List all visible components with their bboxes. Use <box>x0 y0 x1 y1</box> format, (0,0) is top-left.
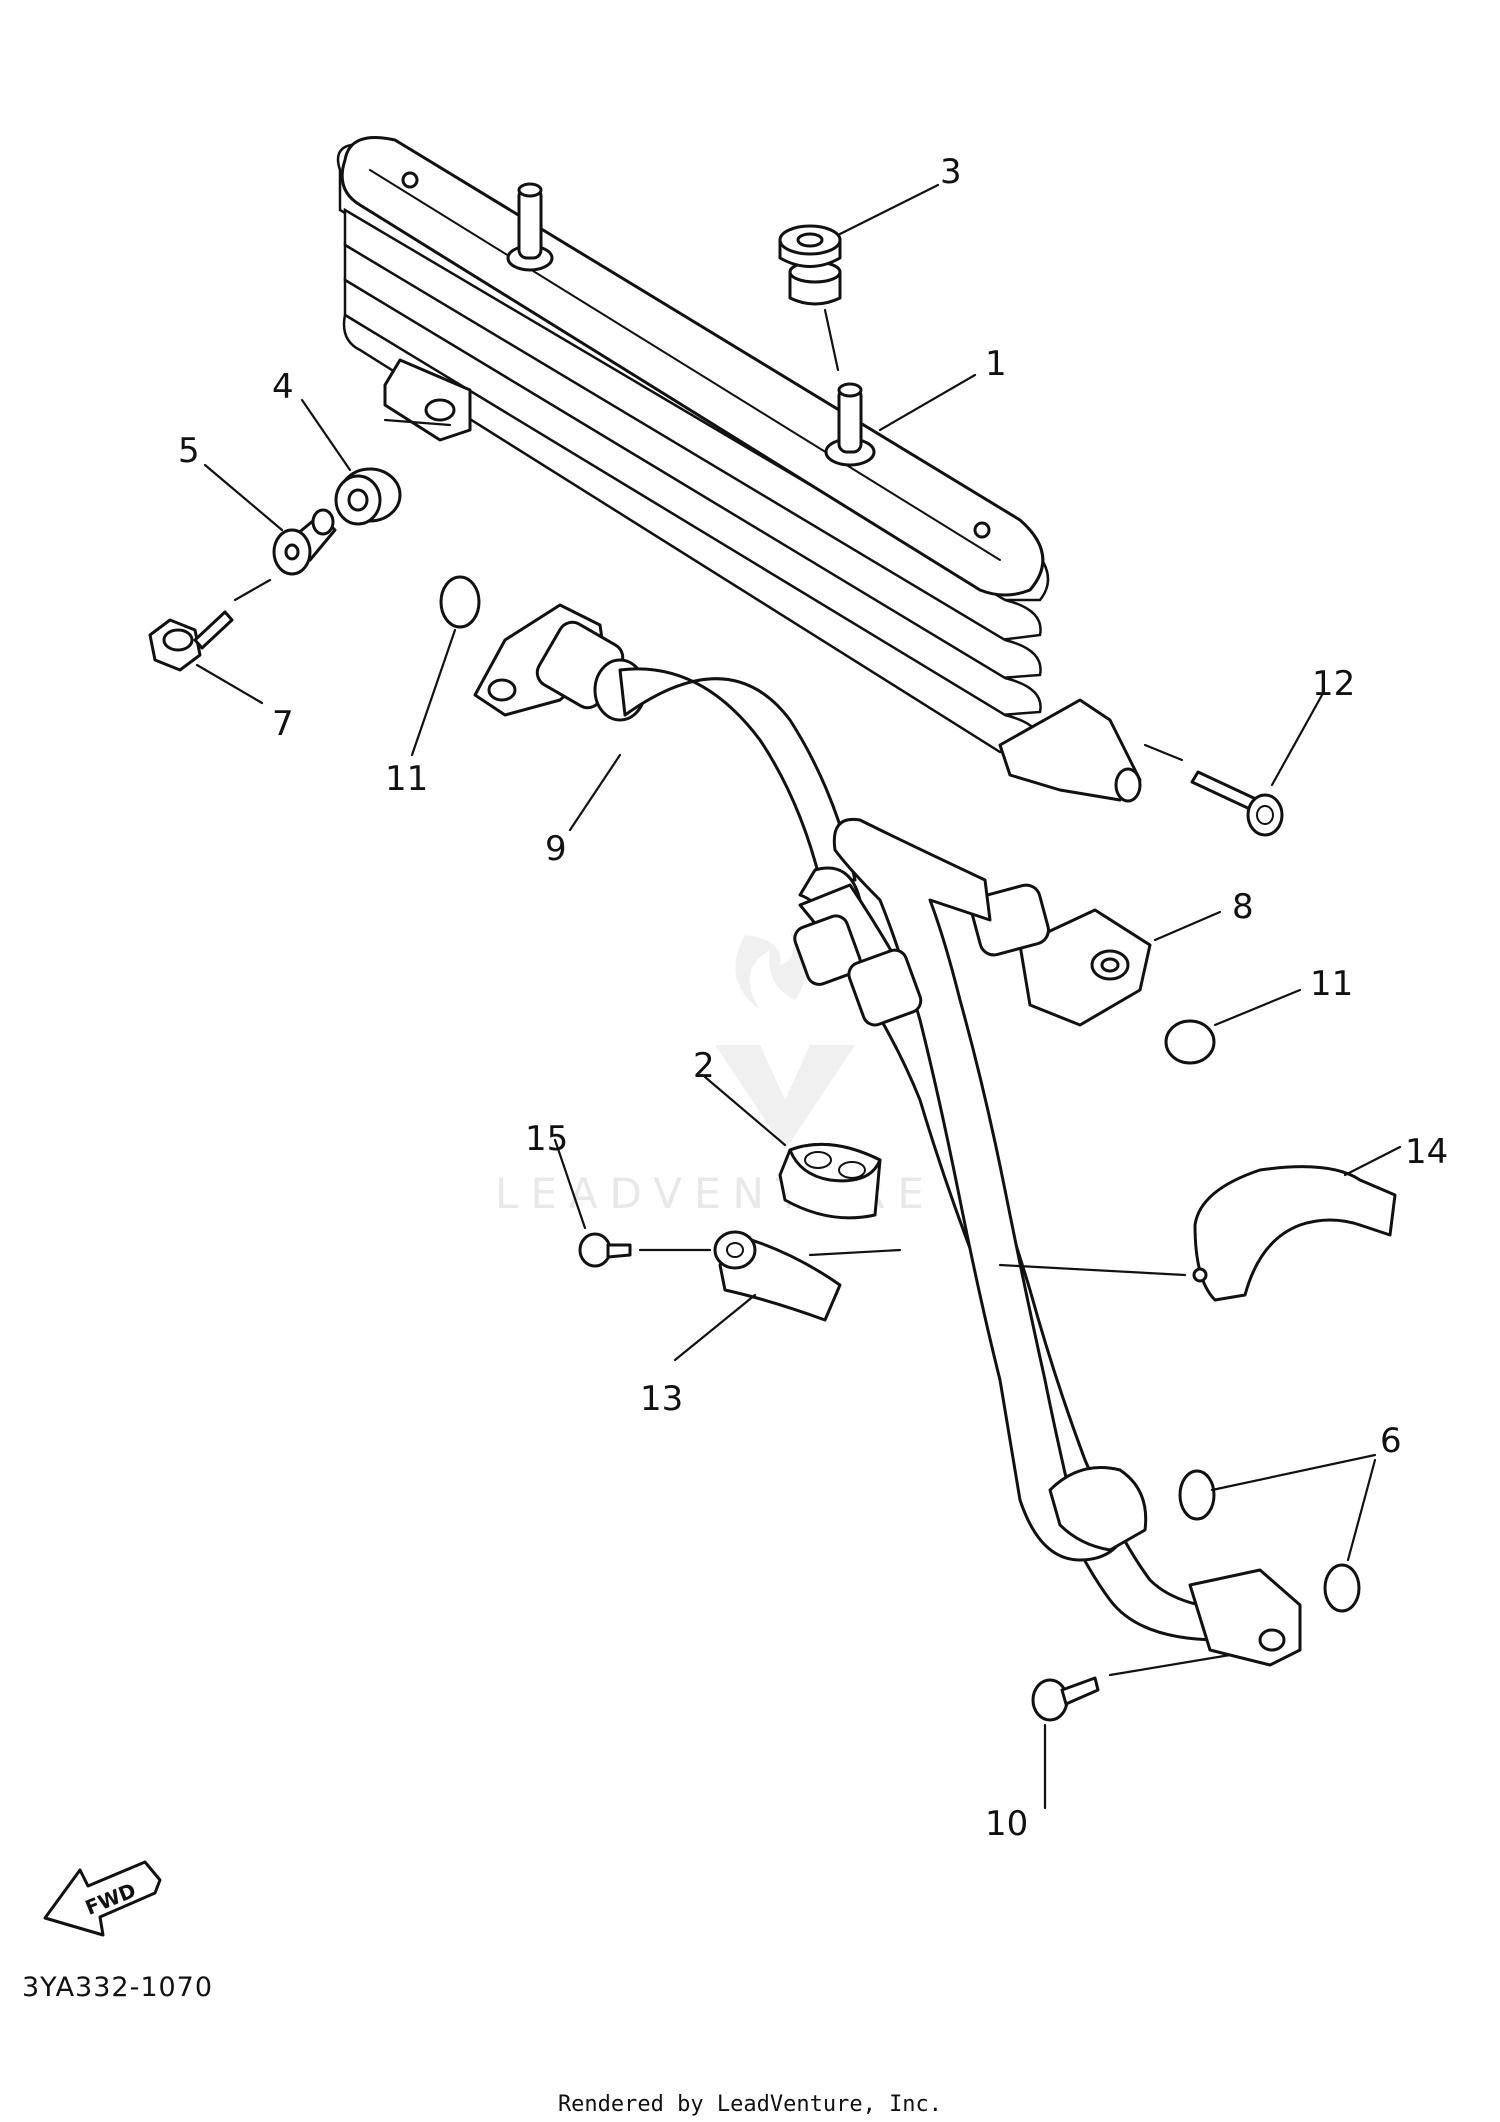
callout-11-upper: 11 <box>385 759 428 799</box>
callout-13: 13 <box>640 1379 683 1419</box>
grommet-part-3 <box>778 224 842 306</box>
callout-7: 7 <box>272 704 294 744</box>
callout-11-lower: 11 <box>1310 964 1353 1004</box>
o-ring-part-11-lower <box>1164 1019 1216 1065</box>
leader-lines <box>195 183 1402 1810</box>
diagram-code: 3YA332-1070 <box>22 1972 214 2003</box>
rendered-by-footer: Rendered by LeadVenture, Inc. <box>557 2092 943 2117</box>
bolt-part-15 <box>578 1232 632 1268</box>
callout-9: 9 <box>545 829 567 869</box>
callout-15: 15 <box>525 1119 568 1159</box>
fwd-arrow: FWD <box>43 1860 162 1937</box>
oil-hose-part-9 <box>473 603 1252 1642</box>
clamp-part-13 <box>713 1230 842 1322</box>
callout-8: 8 <box>1232 887 1254 927</box>
o-ring-part-6-upper <box>1178 1469 1216 1521</box>
callout-numbers: 1 2 3 4 5 6 7 8 9 10 11 11 12 13 14 15 <box>178 152 1448 1844</box>
callout-6: 6 <box>1380 1421 1402 1461</box>
oil-cooler-part <box>336 136 1142 803</box>
bolt-part-12 <box>1190 770 1284 837</box>
callout-2: 2 <box>693 1046 715 1086</box>
callout-1: 1 <box>985 344 1007 384</box>
callout-10: 10 <box>985 1804 1028 1844</box>
collar-part-5 <box>272 508 337 576</box>
bracket-part-14 <box>1192 1165 1397 1302</box>
lower-end-fitting <box>1188 1568 1302 1667</box>
callout-5: 5 <box>178 431 200 471</box>
o-ring-part-6-lower <box>1323 1563 1361 1613</box>
oil-hose-part-8 <box>832 817 1152 1562</box>
callout-4: 4 <box>272 367 294 407</box>
o-ring-part-11-upper <box>439 575 481 629</box>
bolt-part-7 <box>148 610 234 672</box>
grommet-part-4 <box>334 467 402 526</box>
bolt-part-10 <box>1031 1676 1100 1722</box>
pipe-collar <box>793 914 862 986</box>
callout-3: 3 <box>940 152 962 192</box>
pipe-collar <box>847 948 923 1027</box>
callout-12: 12 <box>1312 664 1355 704</box>
rubber-block-part-2 <box>778 1142 882 1220</box>
callout-14: 14 <box>1405 1132 1448 1172</box>
